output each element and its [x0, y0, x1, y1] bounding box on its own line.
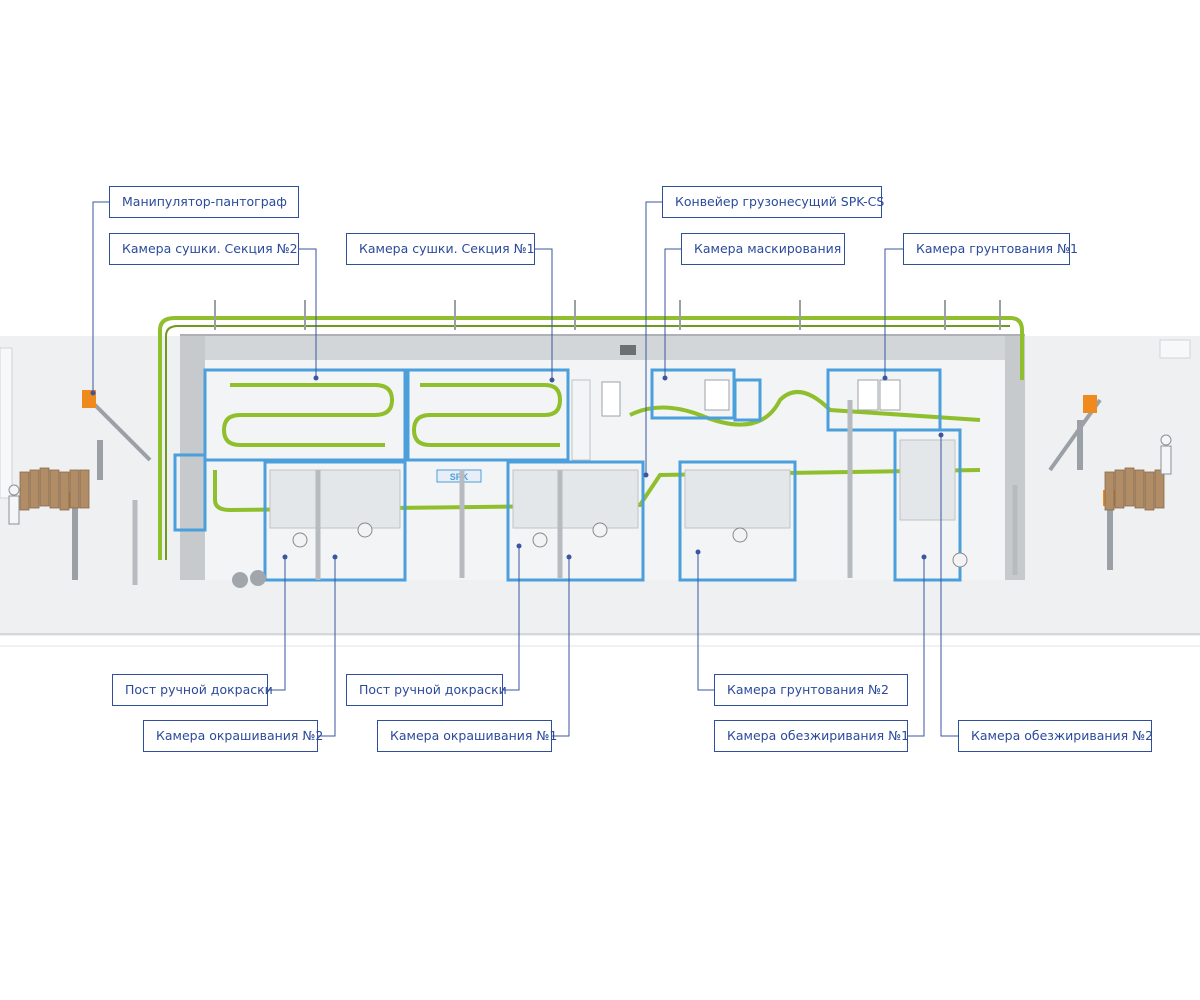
callout-masking-chamber: Камера маскирования: [681, 233, 845, 265]
robots: [232, 522, 968, 588]
pallet-right: [1104, 467, 1165, 511]
brand-mark: SPK: [450, 472, 469, 482]
callout-touchup-post-center: Пост ручной докраски: [346, 674, 507, 706]
conveyor-hangers: [214, 300, 1001, 330]
callout-priming-chamber-2: Камера грунтования №2: [714, 674, 908, 706]
callout-touchup-post-left: Пост ручной докраски: [112, 674, 273, 706]
pallet-left: [19, 467, 90, 511]
callout-drying-section-1: Камера сушки. Секция №1: [346, 233, 535, 265]
conveyor-top-loop: [158, 316, 1024, 560]
support-columns: [132, 400, 1018, 585]
booth-panels: [269, 379, 956, 529]
operators: [8, 434, 1172, 525]
callout-drying-section-2: Камера сушки. Секция №2: [109, 233, 299, 265]
brand-plate: [436, 469, 482, 483]
doors: [601, 379, 901, 417]
leader-lines: [92, 201, 958, 737]
callout-manipulator-pantograph: Манипулятор-пантограф: [109, 186, 299, 218]
callout-conveyor: Конвейер грузонесущий SPK-CS: [662, 186, 884, 218]
callout-priming-chamber-1: Камера грунтования №1: [903, 233, 1078, 265]
callout-painting-chamber-1: Камера окрашивания №1: [377, 720, 557, 752]
callout-painting-chamber-2: Камера окрашивания №2: [143, 720, 323, 752]
callout-degreasing-chamber-2: Камера обезжиривания №2: [958, 720, 1153, 752]
leader-dots: [90, 375, 944, 560]
callout-degreasing-chamber-1: Камера обезжиривания №1: [714, 720, 909, 752]
drying-serpentine: [213, 383, 981, 513]
